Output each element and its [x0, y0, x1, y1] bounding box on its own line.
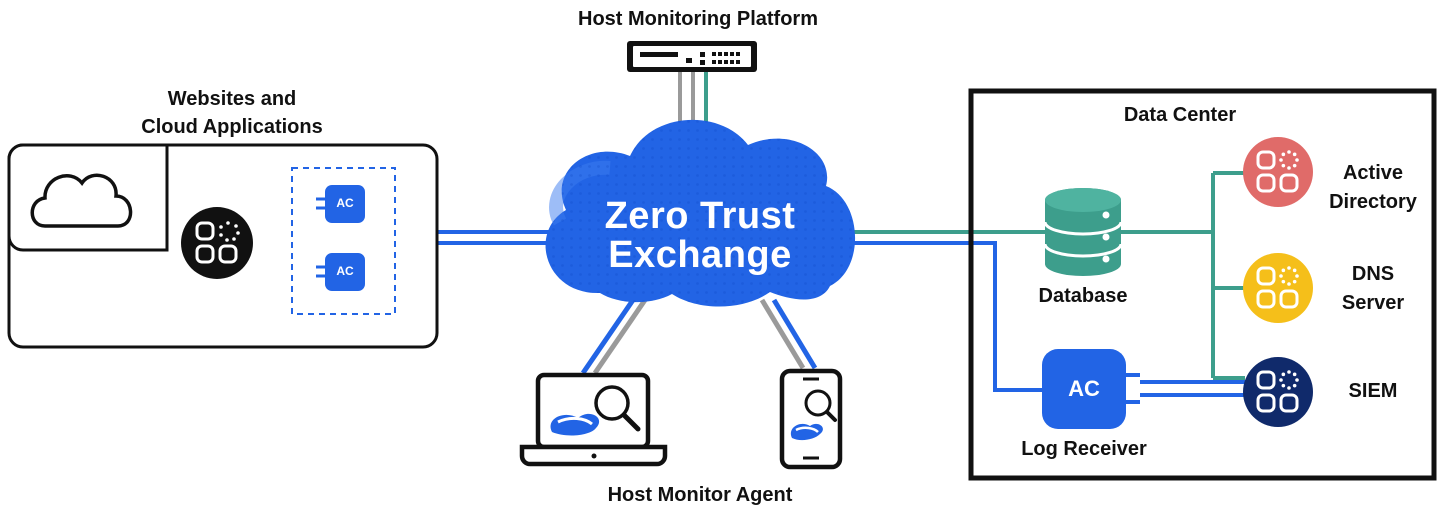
dns-server-line2: Server: [1341, 292, 1405, 314]
active-directory-line1: Active: [1342, 162, 1404, 184]
cloud-icon: [30, 173, 133, 228]
laptop-icon: [519, 372, 668, 467]
websites-label-line2: Cloud Applications: [141, 116, 323, 138]
websites-panel: [7, 143, 439, 349]
active-directory-icon: [1243, 137, 1313, 207]
phone-link-gray: [759, 298, 806, 370]
database-label: Database: [1038, 285, 1128, 307]
laptop-link-gray: [592, 298, 648, 375]
log-receiver-link: [840, 241, 1042, 392]
exchange-title-line2: Exchange: [608, 234, 792, 276]
zero-trust-cloud: [545, 119, 856, 307]
websites-label-line1: Websites and: [167, 88, 297, 110]
platform-label: Host Monitoring Platform: [578, 8, 818, 30]
log-receiver-icon: [1042, 349, 1140, 429]
active-directory-line2: Directory: [1329, 191, 1417, 213]
connector-2-label: AC: [336, 264, 354, 278]
services-group: [1243, 137, 1313, 427]
dns-server-icon: [1243, 253, 1313, 323]
app-grid-icon: [181, 207, 253, 279]
connector-1-label: AC: [336, 196, 354, 210]
connector-1-icon: [316, 185, 365, 223]
datacenter-title: Data Center: [1123, 104, 1237, 126]
siem-label: SIEM: [1348, 380, 1398, 402]
log-receiver-badge: AC: [1068, 376, 1100, 401]
agent-label: Host Monitor Agent: [607, 484, 793, 506]
phone-icon: [779, 368, 843, 470]
server-appliance-icon: [627, 41, 757, 72]
connection-lines: [373, 72, 1245, 397]
datacenter-frame: [968, 88, 1437, 481]
siem-icon: [1243, 357, 1313, 427]
laptop-link-blue: [580, 298, 636, 375]
connector-2-icon: [316, 253, 365, 291]
phone-link-blue: [771, 298, 818, 370]
database-icon: [1043, 188, 1123, 276]
dns-server-line1: DNS: [1351, 263, 1395, 285]
log-receiver-label: Log Receiver: [1021, 438, 1147, 460]
exchange-title-line1: Zero Trust: [604, 195, 796, 237]
